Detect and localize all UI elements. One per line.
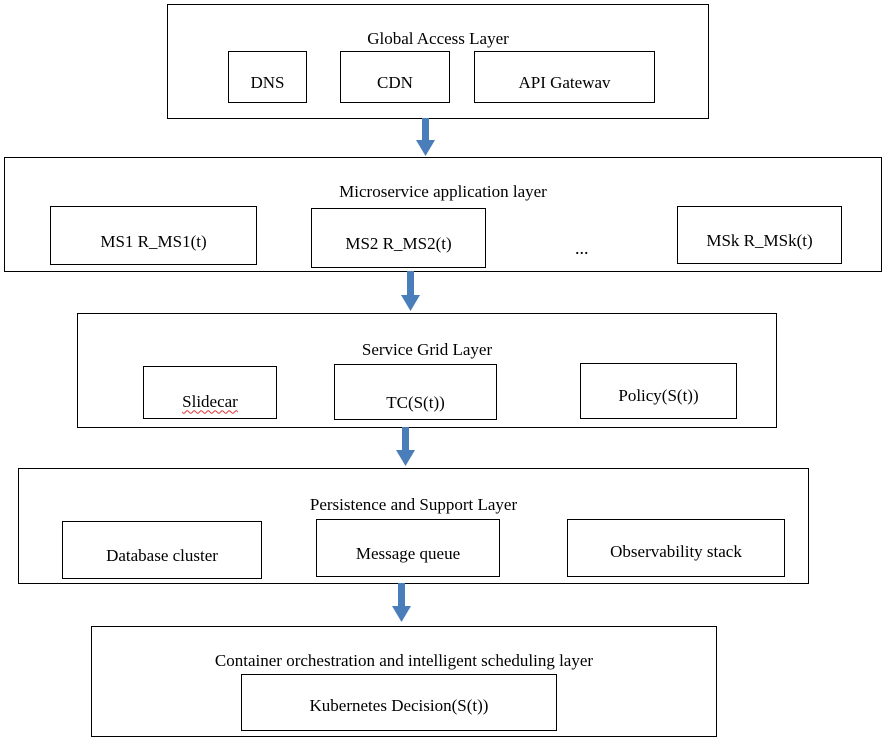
ms2-box: MS2 R_MS2(t) <box>311 208 486 268</box>
api-gateway-box: API Gatewav <box>474 51 655 103</box>
layer-title: Persistence and Support Layer <box>309 495 518 514</box>
cdn-box: CDN <box>340 51 450 103</box>
box-label: TC(S(t)) <box>386 393 445 412</box>
persistence-support-layer: Persistence and Support Layer Database c… <box>18 468 809 584</box>
box-label: Kubernetes Decision(S(t)) <box>309 695 489 715</box>
box-label: Message queue <box>355 544 461 563</box>
box-label: API Gatewav <box>518 73 611 92</box>
box-label: DNS <box>250 73 285 92</box>
arrow-down-icon <box>416 118 435 156</box>
box-label: MS2 R_MS2(t) <box>345 234 452 253</box>
container-orchestration-layer: Container orchestration and intelligent … <box>91 626 717 737</box>
message-queue-box: Message queue <box>316 519 500 577</box>
arrow-down-icon <box>396 427 415 466</box>
kubernetes-decision-box: Kubernetes Decision(S(t)) <box>241 674 557 731</box>
box-label: Database cluster <box>106 546 218 565</box>
box-label: Policy(S(t)) <box>618 386 699 405</box>
layer-title: Container orchestration and intelligent … <box>214 651 594 670</box>
box-label: MS1 R_MS1(t) <box>100 231 207 251</box>
layer-title: Service Grid Layer <box>361 340 493 359</box>
dns-box: DNS <box>228 51 307 103</box>
microservice-application-layer: Microservice application layer MS1 R_MS1… <box>4 157 882 272</box>
arrow-down-icon <box>392 583 411 622</box>
box-label: Slidecar <box>182 391 238 411</box>
msk-box: MSk R_MSk(t) <box>677 206 842 264</box>
layer-title: Microservice application layer <box>339 182 547 201</box>
arrow-down-icon <box>401 271 420 311</box>
box-label: MSk R_MSk(t) <box>706 231 813 250</box>
database-cluster-box: Database cluster <box>62 521 262 579</box>
ms1-box: MS1 R_MS1(t) <box>50 206 257 265</box>
global-access-layer: Global Access Layer DNS CDN API Gatewav <box>167 4 709 119</box>
observability-stack-box: Observability stack <box>567 519 785 577</box>
service-grid-layer: Service Grid Layer Slidecar TC(S(t)) Pol… <box>77 313 777 428</box>
layer-title: Global Access Layer <box>367 29 509 48</box>
sidecar-box: Slidecar <box>143 366 277 419</box>
box-label: CDN <box>377 73 413 92</box>
box-label: Observability stack <box>610 542 742 561</box>
policy-box: Policy(S(t)) <box>580 363 737 419</box>
tc-box: TC(S(t)) <box>334 364 497 420</box>
ellipsis: ... <box>575 238 589 258</box>
